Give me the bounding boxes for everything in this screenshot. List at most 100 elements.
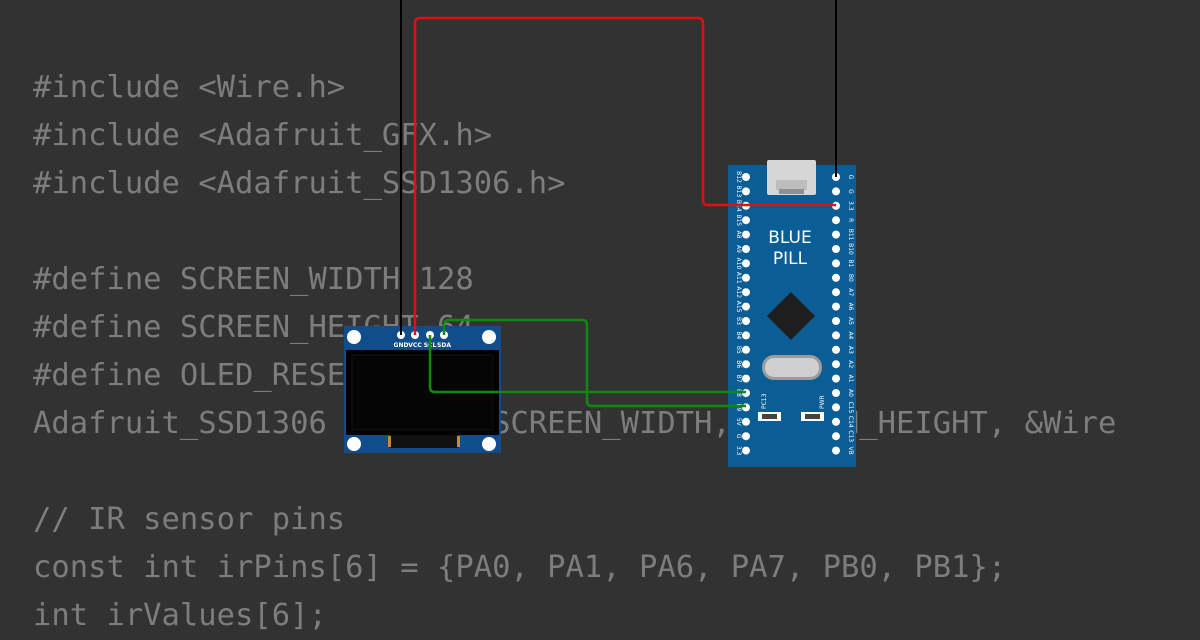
board-pin-right[interactable] bbox=[832, 374, 840, 383]
board-pin-label: B0 bbox=[847, 274, 854, 282]
board-pin-label: A12 bbox=[735, 286, 742, 298]
board-pin-label: A1 bbox=[847, 375, 854, 383]
board-pin-left[interactable] bbox=[742, 374, 750, 383]
board-pin-label: C15 bbox=[847, 401, 854, 413]
board-pin-label: 5V bbox=[735, 418, 742, 427]
board-pin-left[interactable] bbox=[742, 288, 750, 297]
board-pin-right[interactable] bbox=[832, 389, 840, 397]
board-pin-label: B1 bbox=[847, 259, 854, 267]
board-pin-left[interactable] bbox=[742, 216, 750, 225]
code-line: const int irPins[6] = {PA0, PA1, PA6, PA… bbox=[33, 550, 1007, 585]
wires bbox=[400, 0, 837, 408]
board-pin-right[interactable] bbox=[832, 360, 840, 369]
board-pin-label: A4 bbox=[847, 331, 854, 339]
board-pin-label: A2 bbox=[847, 360, 854, 368]
oled-ribbon-edge bbox=[388, 436, 391, 447]
board-pin-left[interactable] bbox=[742, 245, 750, 253]
board-pin-right[interactable] bbox=[832, 345, 840, 354]
board-pin-left[interactable] bbox=[742, 403, 750, 412]
board-pin-label: 3.3 bbox=[735, 446, 742, 456]
board-pin-right[interactable] bbox=[832, 288, 840, 297]
wire-vcc[interactable] bbox=[413, 16, 836, 335]
board-pin-right[interactable] bbox=[832, 302, 840, 311]
board-pin-label: B3 bbox=[735, 317, 742, 325]
wire-sda[interactable] bbox=[442, 318, 746, 408]
board-pin-right[interactable] bbox=[832, 331, 840, 340]
code-line: #include <Wire.h> bbox=[33, 70, 346, 105]
board-pin-right[interactable] bbox=[832, 230, 840, 239]
mcu-chip bbox=[766, 291, 816, 341]
board-pin-right[interactable] bbox=[832, 273, 840, 282]
board-pin-right[interactable] bbox=[832, 187, 840, 196]
board-pin-right[interactable] bbox=[832, 403, 840, 412]
board-pin-left[interactable] bbox=[742, 331, 750, 340]
board-pin-label: B7 bbox=[735, 375, 742, 383]
usb-port bbox=[776, 180, 807, 190]
board-pin-label: A5 bbox=[847, 317, 854, 325]
board-pin-label: B13 bbox=[735, 186, 742, 198]
board-pin-left[interactable] bbox=[742, 345, 750, 354]
board-pin-label: B6 bbox=[735, 360, 742, 368]
board-pin-left[interactable] bbox=[742, 273, 750, 282]
code-line: #define SCREEN_WIDTH 128 bbox=[33, 262, 474, 297]
board-pin-label: A6 bbox=[847, 303, 854, 311]
crystal-oscillator-top bbox=[765, 358, 819, 377]
led-pwr-label: PWR bbox=[819, 395, 826, 409]
board-pin-right[interactable] bbox=[832, 446, 840, 455]
led-pwr-inner bbox=[805, 414, 820, 419]
led-pc13-label: PC13 bbox=[761, 393, 768, 409]
board-pin-left[interactable] bbox=[742, 259, 750, 268]
wire-scl[interactable] bbox=[428, 335, 746, 394]
board-pin-left[interactable] bbox=[742, 317, 750, 325]
board-pin-label: C14 bbox=[847, 416, 854, 428]
oled-mount-hole bbox=[347, 437, 361, 451]
board-pin-left[interactable] bbox=[742, 187, 750, 196]
board-pin-label: G bbox=[735, 434, 742, 439]
board-pin-left[interactable] bbox=[742, 173, 750, 181]
board-pin-right[interactable] bbox=[832, 417, 840, 426]
code-line: // IR sensor pins bbox=[33, 502, 346, 537]
board-title-line2: PILL bbox=[773, 249, 808, 269]
board-pin-right[interactable] bbox=[832, 216, 840, 225]
board-pin-left[interactable] bbox=[742, 446, 750, 455]
board-pin-label: A8 bbox=[735, 231, 742, 239]
board-title-line1: BLUE bbox=[768, 228, 811, 248]
board-pin-right[interactable] bbox=[832, 245, 840, 253]
board-pin-label: A0 bbox=[847, 389, 854, 397]
code-editor: #include <Wire.h> #include <Adafruit_GFX.… bbox=[33, 64, 1116, 640]
blue-pill-board[interactable]: BLUE PILL PC13 PWR B12B13B14B15A8A9A10A1… bbox=[728, 160, 856, 467]
board-pin-label: B5 bbox=[735, 346, 742, 354]
code-line: #include <Adafruit_GFX.h> bbox=[33, 118, 493, 153]
board-pin-left[interactable] bbox=[742, 432, 750, 441]
oled-mount-hole bbox=[347, 330, 361, 344]
oled-ribbon-edge bbox=[457, 436, 460, 447]
board-pin-label: C13 bbox=[847, 430, 854, 442]
board-pin-right[interactable] bbox=[832, 432, 840, 441]
oled-ribbon bbox=[390, 435, 458, 448]
board-pin-left[interactable] bbox=[742, 360, 750, 369]
board-pin-label: A3 bbox=[847, 346, 854, 354]
code-line: #include <Adafruit_SSD1306.h> bbox=[33, 166, 566, 201]
board-pin-label: G bbox=[847, 175, 854, 180]
board-pin-right[interactable] bbox=[832, 259, 840, 268]
board-pin-right[interactable] bbox=[832, 317, 840, 325]
board-pin-label: B10 bbox=[847, 243, 854, 255]
board-pin-label: G bbox=[847, 189, 854, 194]
code-line: int irValues[6]; bbox=[33, 598, 327, 633]
oled-pin-label: GND bbox=[394, 342, 409, 349]
board-pin-left[interactable] bbox=[742, 230, 750, 239]
oled-pin-label: SDA bbox=[437, 342, 451, 349]
board-pin-label: A15 bbox=[735, 301, 742, 313]
board-pin-label: A9 bbox=[735, 245, 742, 253]
oled-pin-label: VCC bbox=[408, 342, 422, 349]
board-pin-label: B11 bbox=[847, 229, 854, 241]
board-pin-label: A11 bbox=[735, 272, 742, 284]
board-pin-label: R bbox=[847, 218, 854, 222]
board-pin-label: 3.3 bbox=[847, 201, 854, 211]
oled-mount-hole bbox=[482, 330, 496, 344]
board-pin-label: B4 bbox=[735, 331, 742, 339]
board-pin-left[interactable] bbox=[742, 302, 750, 311]
board-pin-left[interactable] bbox=[742, 417, 750, 426]
